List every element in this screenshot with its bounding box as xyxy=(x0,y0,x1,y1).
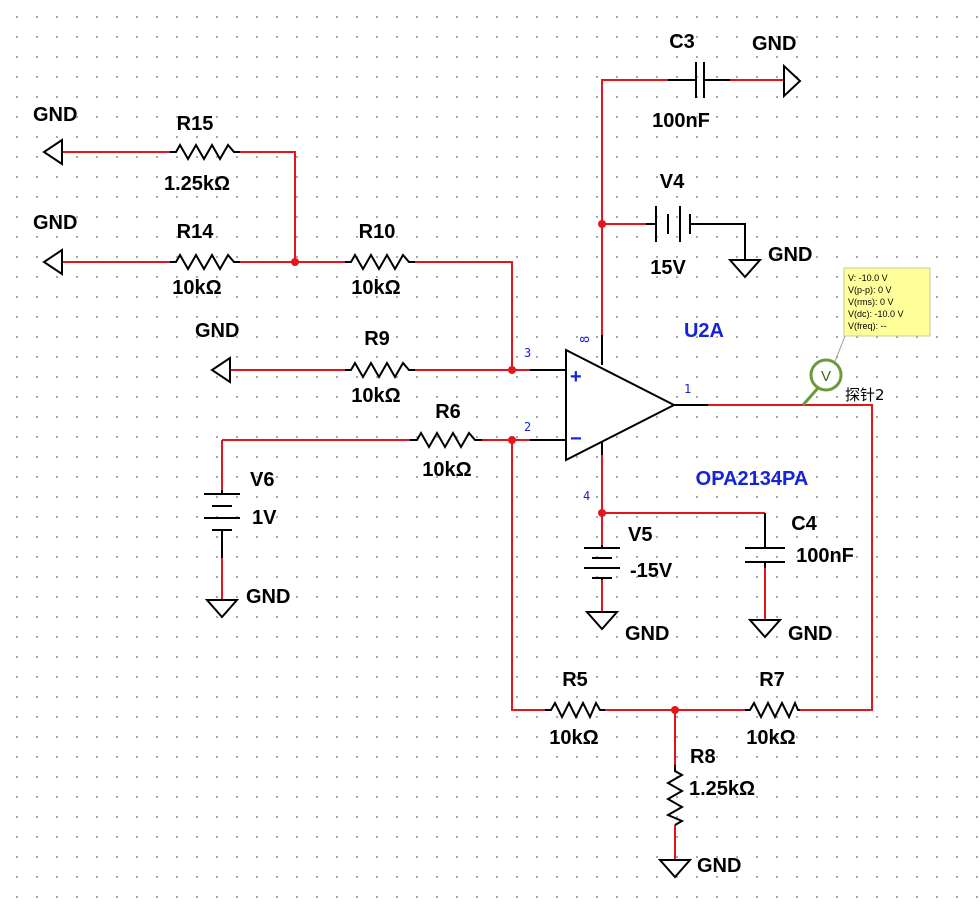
r6-ref: R6 xyxy=(435,401,461,423)
resistor-r7[interactable] xyxy=(745,700,800,720)
resistor-r6[interactable] xyxy=(410,430,482,450)
probe-reading: V(rms): 0 V xyxy=(848,297,894,307)
battery-v4[interactable] xyxy=(646,206,691,242)
c4-value: 100nF xyxy=(796,545,854,567)
r9-ref: R9 xyxy=(364,328,390,350)
junction-dot xyxy=(508,366,516,374)
ground-label: GND xyxy=(697,855,741,877)
opamp-minus-sign: − xyxy=(570,428,582,450)
ground-symbol-r14 xyxy=(42,248,63,276)
ground-label: GND xyxy=(752,33,796,55)
c3-value: 100nF xyxy=(652,110,710,132)
probe-reading: V(p-p): 0 V xyxy=(848,285,892,295)
pin-label-2: 2 xyxy=(524,420,531,434)
r15-ref: R15 xyxy=(177,113,214,135)
ground-symbol-v5 xyxy=(584,611,620,631)
resistor-r14[interactable] xyxy=(170,252,240,272)
resistor-r8[interactable] xyxy=(665,765,685,826)
capacitor-c4[interactable] xyxy=(745,547,785,563)
ground-symbol-c3 xyxy=(783,63,802,99)
v4-value: 15V xyxy=(650,257,686,279)
r7-ref: R7 xyxy=(759,669,785,691)
ground-label: GND xyxy=(788,623,832,645)
v5-value: -15V xyxy=(630,560,673,582)
junctions xyxy=(291,220,679,714)
opamp-u2a[interactable]: + − xyxy=(565,348,677,462)
probe-voltage-icon xyxy=(809,358,843,392)
junction-dot xyxy=(598,509,606,517)
pin-label-1: 1 xyxy=(684,382,691,396)
resistor-r10[interactable] xyxy=(345,252,415,272)
c4-ref: C4 xyxy=(791,513,817,535)
capacitor-c3[interactable] xyxy=(668,62,730,98)
v6-ref: V6 xyxy=(250,469,274,491)
resistor-r9[interactable] xyxy=(345,360,415,380)
probe-name: 探针2 xyxy=(845,386,885,404)
probe-symbol: V xyxy=(821,368,831,385)
r9-value: 10kΩ xyxy=(351,385,400,407)
ground-label: GND xyxy=(195,320,239,342)
resistor-r5[interactable] xyxy=(545,700,605,720)
battery-v6[interactable] xyxy=(204,490,240,558)
r5-value: 10kΩ xyxy=(549,727,598,749)
pin-label-4: 4 xyxy=(583,489,590,503)
resistor-r15[interactable] xyxy=(170,142,240,162)
pin-label-8: 8 xyxy=(578,336,592,343)
junction-dot xyxy=(291,258,299,266)
component-labels: R15 1.25kΩ R14 10kΩ R10 10kΩ R9 10kΩ R6 … xyxy=(164,31,854,800)
junction-dot xyxy=(598,220,606,228)
battery-v5[interactable] xyxy=(584,545,620,580)
ground-labels: GND GND GND GND GND GND GND GND GND xyxy=(33,33,832,877)
opamp-part: OPA2134PA xyxy=(696,468,809,490)
ground-symbol-r15 xyxy=(42,138,63,166)
probe-reading: V: -10.0 V xyxy=(848,273,888,283)
junction-dot xyxy=(671,706,679,714)
v5-ref: V5 xyxy=(628,524,652,546)
probe-reading: V(freq): -- xyxy=(848,321,887,331)
ground-symbol-c4 xyxy=(747,619,783,639)
r8-value: 1.25kΩ xyxy=(689,778,755,800)
ground-symbol-v6 xyxy=(204,599,240,619)
r7-value: 10kΩ xyxy=(746,727,795,749)
ground-symbol-r9 xyxy=(210,356,231,384)
ground-label: GND xyxy=(246,586,290,608)
opamp-plus-sign: + xyxy=(570,366,582,388)
v4-ref: V4 xyxy=(660,171,685,193)
v6-value: 1V xyxy=(252,507,277,529)
probe-reading: V(dc): -10.0 V xyxy=(848,309,904,319)
junction-dot xyxy=(508,436,516,444)
r14-value: 10kΩ xyxy=(172,277,221,299)
r6-value: 10kΩ xyxy=(422,459,471,481)
ground-symbol-r8 xyxy=(657,859,693,879)
ground-label: GND xyxy=(33,104,77,126)
r14-ref: R14 xyxy=(177,221,215,243)
pin-label-3: 3 xyxy=(524,346,531,360)
probe-2[interactable]: V: -10.0 V V(p-p): 0 V V(rms): 0 V V(dc)… xyxy=(801,267,931,406)
ground-label: GND xyxy=(768,244,812,266)
pin-stubs xyxy=(530,223,766,568)
probe-readout-box xyxy=(843,267,931,337)
r8-ref: R8 xyxy=(690,746,716,768)
ground-label: GND xyxy=(625,623,669,645)
r10-value: 10kΩ xyxy=(351,277,400,299)
r10-ref: R10 xyxy=(359,221,396,243)
r5-ref: R5 xyxy=(562,669,588,691)
c3-ref: C3 xyxy=(669,31,695,53)
ground-label: GND xyxy=(33,212,77,234)
pin-labels: 8 3 2 1 4 xyxy=(524,336,691,503)
ground-symbol-v4 xyxy=(727,255,763,279)
r15-value: 1.25kΩ xyxy=(164,173,230,195)
opamp-ref: U2A xyxy=(684,320,724,342)
